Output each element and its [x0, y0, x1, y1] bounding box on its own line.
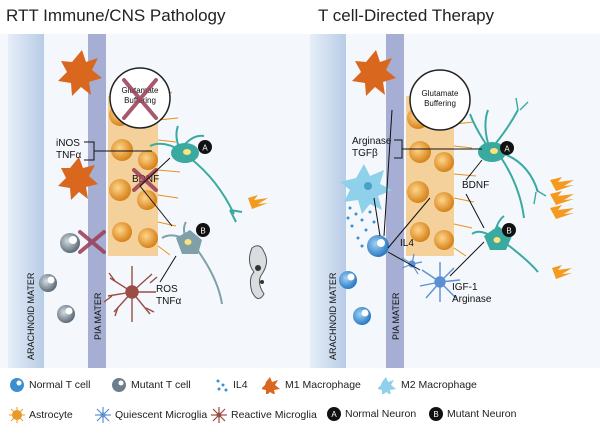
legend-neuron-a-mark: A — [331, 410, 337, 419]
right-il4-label: IL4 — [400, 238, 414, 249]
legend-m2-macrophage: M2 Macrophage — [378, 376, 477, 394]
right-action-potential-icons — [550, 177, 574, 279]
left-mutant-tcell-2 — [39, 274, 57, 292]
legend-neuron-b-mark: B — [433, 410, 438, 419]
left-panel-title: RTT Immune/CNS Pathology — [6, 6, 226, 25]
right-neuron-a-marker — [500, 141, 514, 155]
normal-tcell-icon — [10, 378, 24, 392]
right-glutamate-label-2: Buffering — [424, 99, 456, 108]
right-neuron-a-label: A — [504, 145, 510, 154]
left-neuron-a-marker — [198, 140, 212, 154]
right-panel-title: T cell-Directed Therapy — [318, 6, 495, 25]
legend-reactive-microglia: Reactive Microglia — [210, 406, 317, 424]
legend-reactive-label: Reactive Microglia — [231, 409, 317, 421]
left-mutant-tcell-3 — [57, 305, 75, 323]
right-bdnf-arrows — [465, 159, 485, 229]
left-factor-bottom-1: ROS — [156, 284, 178, 295]
right-normal-tcell-main — [367, 235, 389, 257]
left-glutamate-label-1: Glutamate — [122, 86, 159, 95]
legend-normal-neuron: A Normal Neuron — [326, 406, 416, 422]
left-neuron-b-marker — [196, 223, 210, 237]
right-factor-bottom-1: IGF-1 — [452, 282, 478, 293]
left-action-potential-icon — [248, 195, 268, 209]
left-neuron-b-label: B — [200, 227, 205, 236]
legend: Normal T cell Mutant T cell IL4 M1 Macro… — [0, 368, 600, 436]
right-neuron-b-marker — [502, 223, 516, 237]
left-ros-arrow — [159, 255, 177, 283]
right-bdnf-label: BDNF — [462, 180, 489, 191]
left-factor-bottom-2: TNFα — [156, 296, 181, 307]
m1-macrophage-icon — [262, 377, 280, 394]
legend-m1-macrophage: M1 Macrophage — [262, 376, 361, 394]
right-pia-band — [386, 34, 404, 368]
left-neuron-a-label: A — [202, 144, 208, 153]
right-m2-macrophage — [340, 164, 392, 214]
right-arachnoid-band — [310, 34, 346, 368]
legend-normal-tcell: Normal T cell — [8, 376, 90, 394]
legend-mutant-neuron-label: Mutant Neuron — [447, 408, 517, 420]
left-panel: ARACHNOID MATER PIA MATER Glutamate Buff… — [0, 34, 300, 368]
reactive-microglia-icon — [211, 407, 227, 423]
legend-m1-label: M1 Macrophage — [285, 379, 361, 391]
normal-neuron-marker-icon: A — [327, 407, 341, 421]
left-bdnf-arrows — [139, 157, 173, 227]
legend-il4: IL4 — [214, 376, 248, 394]
right-tcell-arrows — [373, 109, 485, 277]
mutant-tcell-icon — [112, 378, 126, 392]
diagram-canvas: ARACHNOID MATER PIA MATER Glutamate Buff… — [0, 34, 600, 368]
right-glutamate-label-1: Glutamate — [422, 89, 459, 98]
left-tcell-cross-icon — [78, 230, 106, 254]
right-pia-label: PIA MATER — [391, 292, 401, 340]
left-arachnoid-band — [8, 34, 44, 368]
right-glutamate-circle — [409, 69, 471, 131]
left-arachnoid-label: ARACHNOID MATER — [26, 272, 36, 360]
legend-mutant-tcell: Mutant T cell — [110, 376, 191, 394]
left-reactive-microglia — [103, 266, 158, 322]
right-m1-macrophage — [352, 50, 396, 96]
right-il4-dots — [346, 206, 376, 248]
right-arachnoid-label: ARACHNOID MATER — [328, 272, 338, 360]
left-m1-macrophage-top — [58, 50, 102, 96]
left-factor-top-2: TNFα — [56, 150, 81, 161]
legend-mutant-tcell-label: Mutant T cell — [131, 379, 191, 391]
mutant-neuron-marker-icon: B — [429, 407, 443, 421]
right-factor-top-1: Arginase — [352, 136, 392, 147]
quiescent-microglia-icon — [95, 407, 111, 423]
legend-astrocyte-label: Astrocyte — [29, 409, 73, 421]
right-normal-tcell-3 — [353, 307, 371, 325]
left-pia-label: PIA MATER — [93, 292, 103, 340]
right-factor-bottom-2: Arginase — [452, 294, 492, 305]
left-factor-top-1: iNOS — [56, 138, 80, 149]
left-dying-neuron-fragment — [248, 245, 268, 299]
right-quiescent-microglia — [419, 262, 461, 302]
legend-astrocyte: Astrocyte — [8, 406, 73, 424]
left-glutamate-cross-icon — [122, 78, 158, 120]
astrocyte-icon — [9, 407, 25, 423]
legend-m2-label: M2 Macrophage — [401, 379, 477, 391]
il4-dots-icon — [216, 379, 228, 392]
m2-macrophage-icon — [378, 377, 396, 394]
right-factor-top-2: TGFβ — [352, 148, 378, 159]
left-mutant-tcell-1 — [60, 233, 80, 253]
legend-quiescent-label: Quiescent Microglia — [115, 409, 208, 421]
left-normal-neuron — [149, 125, 243, 223]
right-factor-bracket-arrow — [394, 139, 482, 159]
right-normal-neuron-a — [469, 97, 547, 219]
legend-normal-neuron-label: Normal Neuron — [345, 408, 417, 420]
right-panel: ARACHNOID MATER PIA MATER Glutamate Buff… — [300, 34, 600, 368]
right-normal-tcell-2 — [339, 271, 357, 289]
left-factor-bracket-arrow — [84, 141, 152, 161]
right-neuron-b-label: B — [506, 227, 511, 236]
legend-normal-tcell-label: Normal T cell — [29, 379, 91, 391]
legend-mutant-neuron: B Mutant Neuron — [428, 406, 516, 422]
left-pia-band — [88, 34, 106, 368]
legend-quiescent-microglia: Quiescent Microglia — [94, 406, 207, 424]
left-mutant-neuron — [161, 221, 223, 305]
legend-il4-label: IL4 — [233, 379, 248, 391]
left-m1-macrophage-mid — [58, 157, 98, 200]
left-bdnf-cross-icon — [132, 168, 158, 192]
